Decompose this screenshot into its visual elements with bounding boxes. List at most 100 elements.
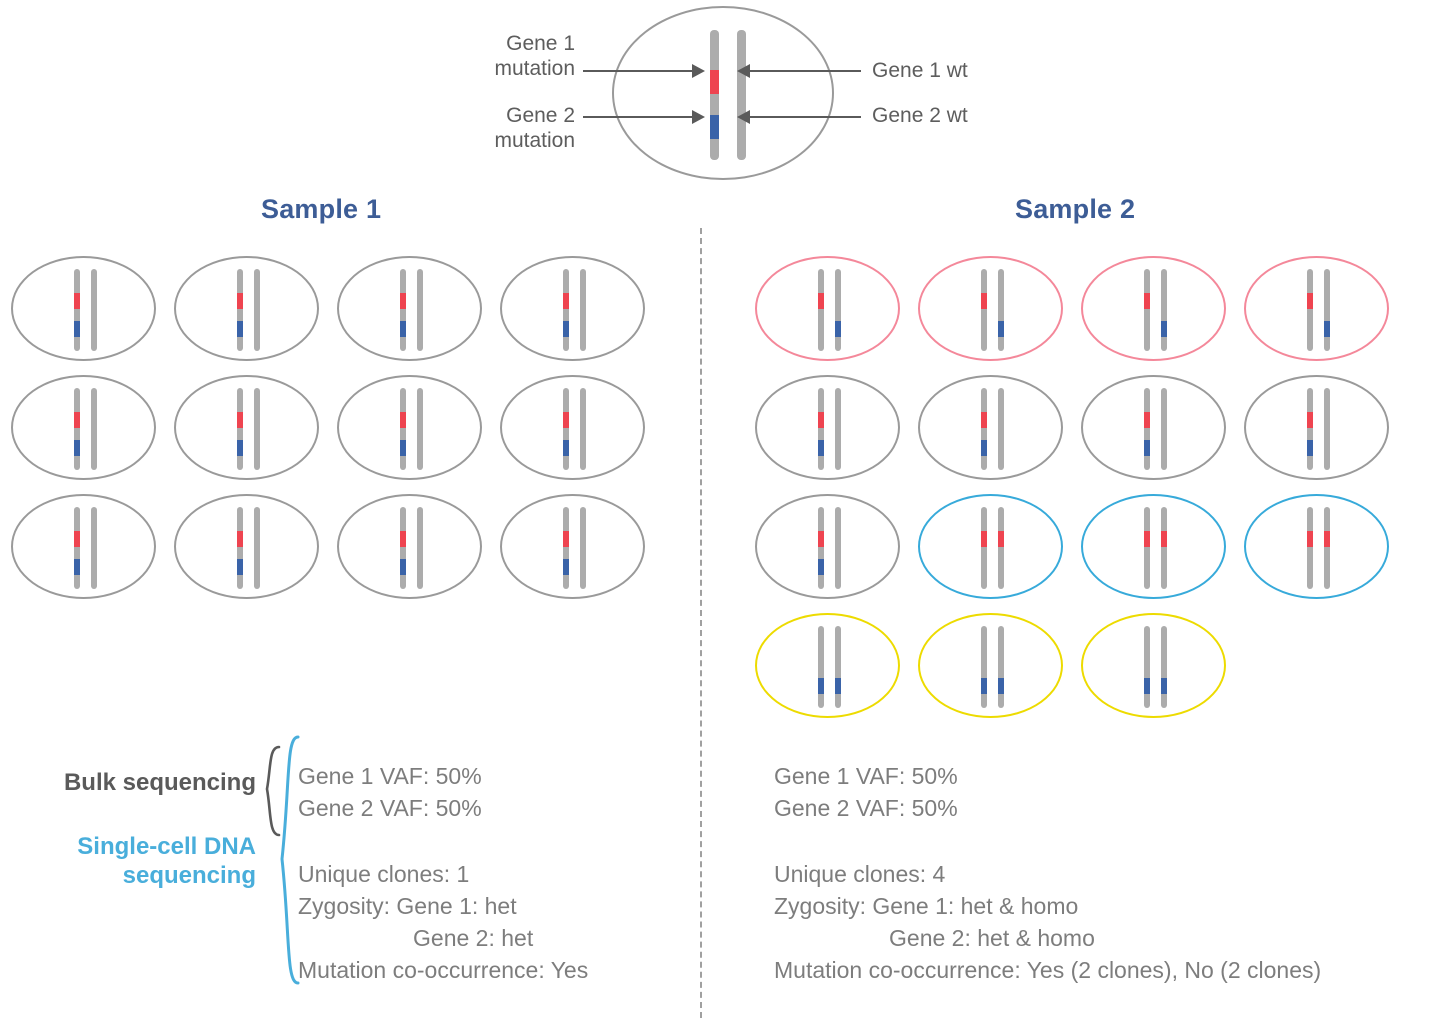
chromosome-left <box>1144 507 1150 589</box>
gene2-mutation-band-icon <box>998 678 1004 694</box>
gene2-mutation-band-icon <box>400 321 406 337</box>
gene1-mutation-band-icon <box>818 412 824 428</box>
chromosome-right <box>998 507 1004 589</box>
legend-label-gene1-mutation: Gene 1 mutation <box>494 32 575 80</box>
gene1-mutation-band-icon <box>710 70 719 94</box>
gene1-mutation-band-icon <box>74 531 80 547</box>
gene2-mutation-band-icon <box>835 321 841 337</box>
chromosome-left <box>1307 269 1313 351</box>
sample-1-cell <box>174 256 319 361</box>
gene2-mutation-band-icon <box>400 440 406 456</box>
arrow-gene1-wt-icon <box>737 64 861 78</box>
chromosome-right <box>417 507 423 589</box>
gene1-mutation-band-icon <box>400 293 406 309</box>
chromosome-right <box>91 507 97 589</box>
chromosome-right <box>1161 269 1167 351</box>
gene1-mutation-band-icon <box>237 293 243 309</box>
sample-2-cell <box>918 256 1063 361</box>
chromosome-left <box>237 388 243 470</box>
sample-1-cell <box>337 375 482 480</box>
sample-2-bulk-results: Gene 1 VAF: 50% Gene 2 VAF: 50% <box>774 763 958 821</box>
sample-1-cell <box>11 256 156 361</box>
bulk-brace-icon <box>255 745 281 842</box>
bulk-sequencing-label: Bulk sequencing <box>63 769 256 796</box>
chromosome-left <box>237 269 243 351</box>
gene2-mutation-band-icon <box>1144 440 1150 456</box>
chromosome-left <box>981 507 987 589</box>
chromosome-right <box>1324 507 1330 589</box>
reference-cell-diagram <box>612 6 834 180</box>
sample-1-singlecell-results: Unique clones: 1 Zygosity: Gene 1: het G… <box>298 861 589 983</box>
sample-2-cell <box>755 256 900 361</box>
gene1-mutation-band-icon <box>1324 531 1330 547</box>
sample-1-title: Sample 1 <box>261 194 382 224</box>
chromosome-right <box>1324 388 1330 470</box>
sample-1-cell <box>337 494 482 599</box>
gene2-mutation-band-icon <box>1161 321 1167 337</box>
sample-2-cell <box>1244 494 1389 599</box>
chromosome-right <box>417 388 423 470</box>
sample-1-cell <box>337 256 482 361</box>
chromosome-mutated <box>710 30 719 160</box>
single-cell-brace-icon <box>268 735 300 990</box>
gene1-mutation-band-icon <box>1307 531 1313 547</box>
chromosome-left <box>981 626 987 708</box>
gene2-mutation-band-icon <box>74 559 80 575</box>
arrow-gene2-wt-icon <box>737 110 861 124</box>
gene1-mutation-band-icon <box>1144 531 1150 547</box>
gene2-mutation-band-icon <box>563 321 569 337</box>
gene1-mutation-band-icon <box>818 531 824 547</box>
gene1-mutation-band-icon <box>998 531 1004 547</box>
chromosome-left <box>1144 269 1150 351</box>
gene1-mutation-band-icon <box>400 412 406 428</box>
chromosome-left <box>563 269 569 351</box>
gene2-mutation-band-icon <box>818 440 824 456</box>
sample-1-cell <box>174 494 319 599</box>
sample-2-cell <box>1081 375 1226 480</box>
sample-2-cell <box>1081 256 1226 361</box>
chromosome-left <box>74 388 80 470</box>
chromosome-left <box>1144 626 1150 708</box>
gene2-mutation-band-icon <box>400 559 406 575</box>
gene2-mutation-band-icon <box>237 559 243 575</box>
gene2-mutation-band-icon <box>74 321 80 337</box>
chromosome-right <box>835 269 841 351</box>
chromosome-left <box>1307 388 1313 470</box>
sample-1-cell <box>500 375 645 480</box>
arrow-gene1-mutation-icon <box>583 64 705 78</box>
gene2-mutation-band-icon <box>1307 440 1313 456</box>
gene1-mutation-band-icon <box>1161 531 1167 547</box>
chromosome-right <box>91 269 97 351</box>
gene2-mutation-band-icon <box>835 678 841 694</box>
gene2-mutation-band-icon <box>818 559 824 575</box>
sample-2-title: Sample 2 <box>1015 194 1136 224</box>
gene1-mutation-band-icon <box>1144 412 1150 428</box>
sample-2-cell <box>755 375 900 480</box>
gene1-mutation-band-icon <box>74 293 80 309</box>
chromosome-left <box>400 269 406 351</box>
sample-2-cell <box>1081 494 1226 599</box>
gene1-mutation-band-icon <box>563 293 569 309</box>
chromosome-left <box>981 388 987 470</box>
sample-1-cell <box>174 375 319 480</box>
chromosome-right <box>998 626 1004 708</box>
chromosome-left <box>563 388 569 470</box>
gene1-mutation-band-icon <box>981 531 987 547</box>
gene1-mutation-band-icon <box>981 293 987 309</box>
sample-2-cell <box>1081 613 1226 718</box>
chromosome-left <box>818 507 824 589</box>
chromosome-right <box>91 388 97 470</box>
gene2-mutation-band-icon <box>818 678 824 694</box>
legend-label-gene1-wt: Gene 1 wt <box>872 59 968 82</box>
gene2-mutation-band-icon <box>1161 678 1167 694</box>
sample-2-singlecell-results: Unique clones: 4 Zygosity: Gene 1: het &… <box>774 861 1322 983</box>
sample-divider <box>700 228 702 1018</box>
single-cell-sequencing-label: Single-cell DNA sequencing <box>77 833 256 889</box>
chromosome-left <box>400 507 406 589</box>
chromosome-wildtype <box>737 30 746 160</box>
gene1-mutation-band-icon <box>563 531 569 547</box>
gene1-mutation-band-icon <box>563 412 569 428</box>
chromosome-right <box>835 388 841 470</box>
chromosome-right <box>417 269 423 351</box>
chromosome-left <box>74 269 80 351</box>
